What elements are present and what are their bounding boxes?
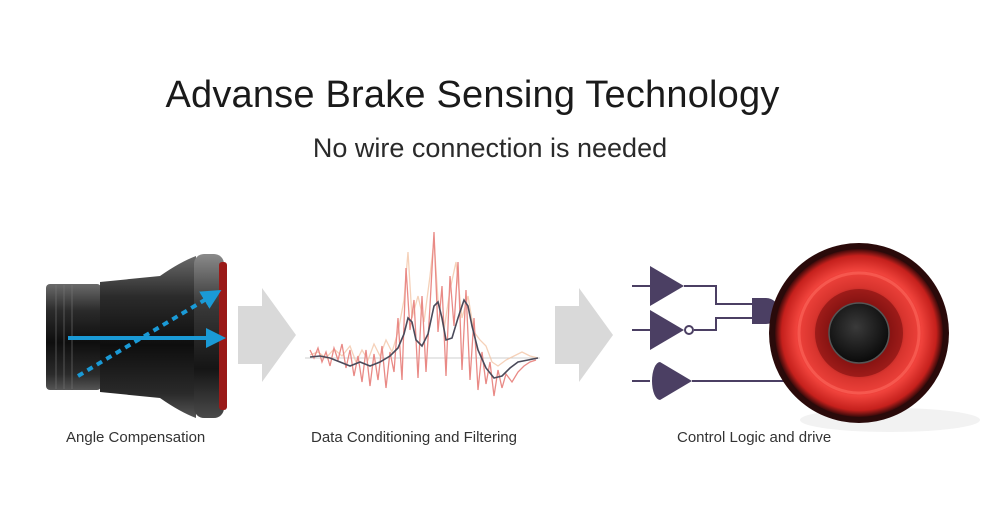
- page-subtitle: No wire connection is needed: [312, 133, 668, 163]
- driver-gate-icon: [652, 362, 692, 400]
- tail-light-image: [769, 243, 980, 432]
- angle-vector-icon: [68, 289, 226, 378]
- step-caption-control-logic: Control Logic and drive: [677, 429, 832, 446]
- page-title: Advanse Brake Sensing Technology: [165, 74, 780, 116]
- step-caption-angle-compensation: Angle Compensation: [66, 429, 206, 446]
- signal-waveform-graph: [305, 231, 540, 397]
- flow-arrow-2: [555, 288, 613, 382]
- inverter-gate-icon: [650, 310, 694, 350]
- buffer-gate-icon: [650, 266, 684, 306]
- flow-arrow-1: [238, 288, 296, 382]
- step-caption-data-filtering: Data Conditioning and Filtering: [311, 429, 517, 446]
